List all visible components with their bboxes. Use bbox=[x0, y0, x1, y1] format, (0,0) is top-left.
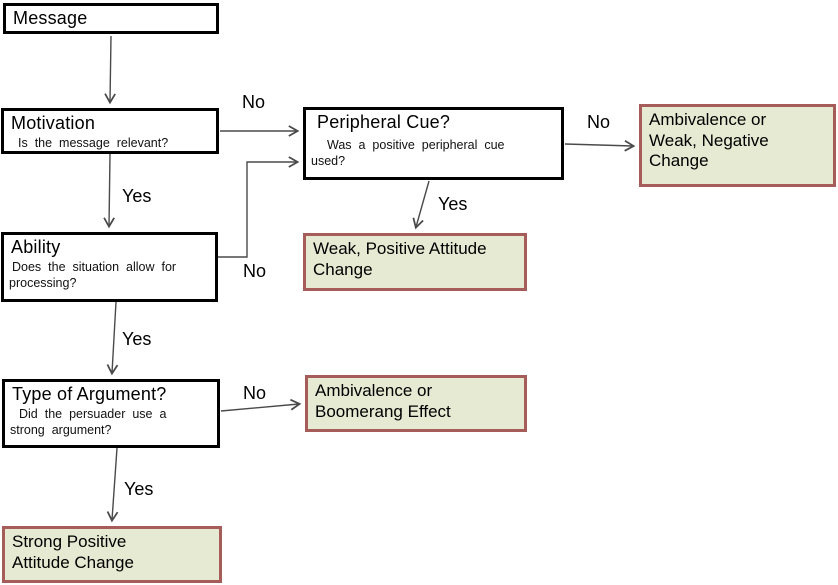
connector-argument-no-to-boomerang bbox=[220, 398, 302, 412]
node-ability-title: Ability bbox=[11, 237, 61, 257]
node-peripheral-cue: Peripheral Cue? Was a positive periphera… bbox=[303, 107, 564, 180]
node-type-of-argument: Type of Argument? Did the persuader use … bbox=[2, 379, 220, 448]
node-motivation-subtitle: Is the message relevant? bbox=[18, 136, 169, 150]
connector-argument-yes-to-strong-positive bbox=[106, 447, 119, 523]
node-peripheral-cue-subtitle: Was a positive peripheral cue used? bbox=[311, 138, 505, 168]
node-type-of-argument-title: Type of Argument? bbox=[12, 384, 167, 404]
node-peripheral-cue-title: Peripheral Cue? bbox=[317, 112, 451, 132]
edge-label-peripheral-yes: Yes bbox=[438, 194, 468, 214]
connector-peripheral-yes-to-weak-positive bbox=[412, 180, 430, 230]
node-message-title: Message bbox=[13, 8, 88, 28]
edge-label-ability-no: No bbox=[243, 261, 267, 281]
node-motivation: Motivation Is the message relevant? bbox=[1, 108, 219, 154]
node-motivation-title: Motivation bbox=[11, 113, 96, 133]
node-ambivalence-boomerang: Ambivalence or Boomerang Effect bbox=[305, 375, 527, 432]
node-type-of-argument-subtitle: Did the persuader use a strong argument? bbox=[10, 407, 167, 437]
node-weak-positive: Weak, Positive Attitude Change bbox=[303, 233, 527, 291]
node-ambivalence-negative: Ambivalence or Weak, Negative Change bbox=[639, 104, 836, 187]
edge-label-motivation-no: No bbox=[242, 92, 266, 112]
edge-label-peripheral-no: No bbox=[587, 112, 611, 132]
edge-label-argument-yes: Yes bbox=[124, 479, 154, 499]
connector-ability-yes-to-argument bbox=[106, 301, 119, 376]
node-ability-subtitle: Does the situation allow for processing? bbox=[9, 260, 177, 290]
edge-label-argument-no: No bbox=[243, 383, 267, 403]
node-strong-positive: Strong Positive Attitude Change bbox=[2, 526, 222, 583]
connector-message-to-motivation bbox=[104, 35, 116, 105]
edge-label-motivation-yes: Yes bbox=[122, 186, 152, 206]
node-message: Message bbox=[3, 3, 219, 34]
edge-label-ability-yes: Yes bbox=[122, 329, 152, 349]
connector-ability-no-to-peripheral bbox=[218, 156, 300, 258]
connector-peripheral-no-to-ambivalence-negative bbox=[564, 139, 636, 152]
connector-motivation-yes-to-ability bbox=[103, 153, 115, 229]
node-ability: Ability Does the situation allow for pro… bbox=[1, 232, 218, 302]
